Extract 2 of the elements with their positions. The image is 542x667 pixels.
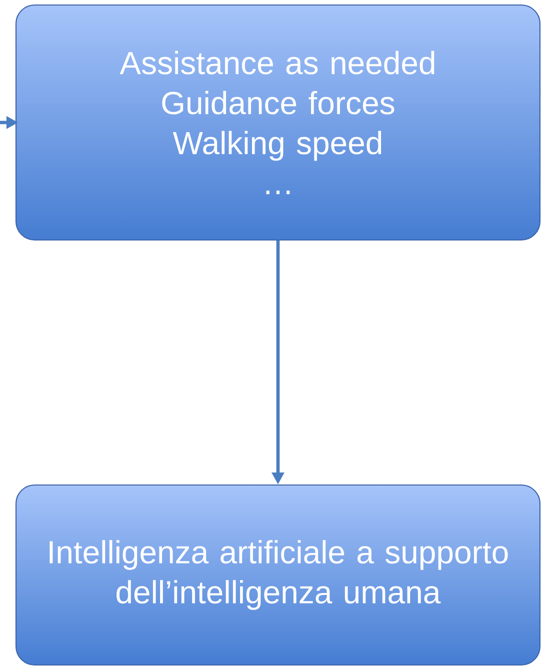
rounded-box: Intelligenza artificiale a supporto dell’intelligenza umana bbox=[15, 484, 541, 666]
rounded-box: Assistance as needed Guidance forces Walking speed … bbox=[15, 4, 541, 241]
